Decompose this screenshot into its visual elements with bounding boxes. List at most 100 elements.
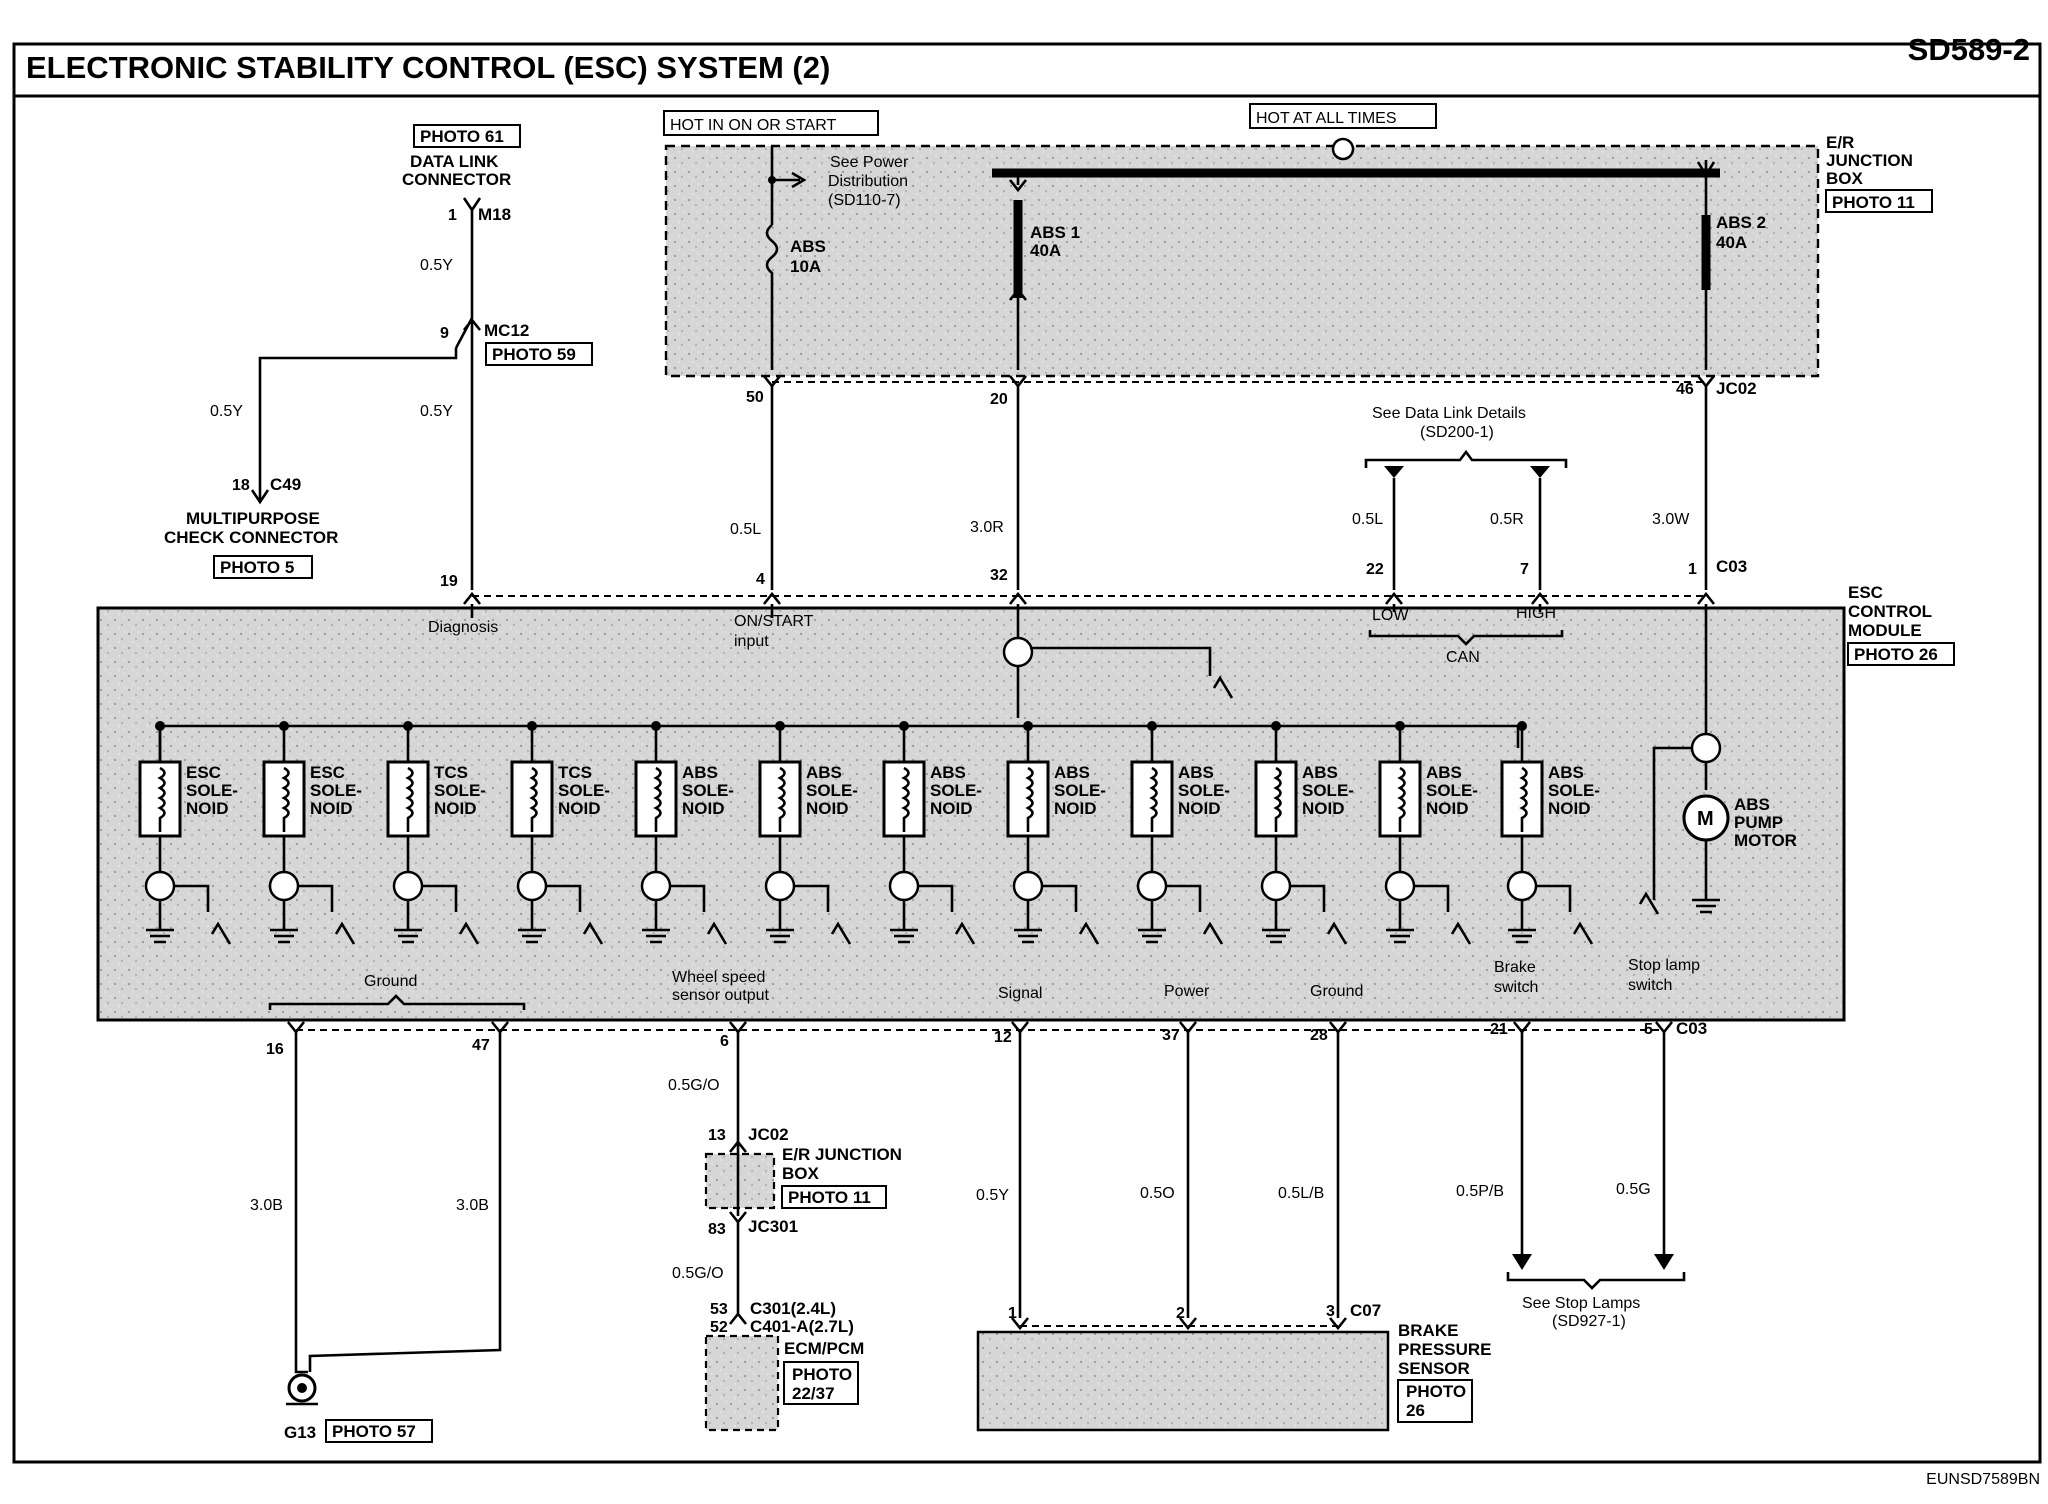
can-see-2: (SD200-1): [1420, 424, 1494, 441]
c301-label: C301(2.4L): [750, 1299, 836, 1318]
dlc-wire-3: 0.5Y: [420, 403, 453, 420]
pin-21: 21: [1490, 1021, 1508, 1038]
jc301: JC301: [748, 1217, 798, 1236]
ground-label: Ground: [364, 973, 417, 990]
signal-label: Signal: [998, 985, 1042, 1002]
solenoid-label: NOID: [558, 799, 601, 818]
abs1-fuse-rating: 40A: [1030, 241, 1061, 260]
dlc-wire-2: 0.5Y: [210, 403, 243, 420]
ground-symbol: [766, 900, 794, 944]
can-label: CAN: [1446, 649, 1480, 666]
solenoid-label: SOLE-: [682, 781, 734, 800]
jc02-pin-13: 13: [708, 1127, 726, 1144]
solenoid-label: SOLE-: [930, 781, 982, 800]
solenoid-label: NOID: [310, 799, 353, 818]
dlc-name-1: DATA LINK: [410, 152, 499, 171]
driver-transistor: [764, 870, 796, 902]
wire-30w: 3.0W: [1652, 511, 1690, 528]
abs1-fuse-label: ABS 1: [1030, 223, 1080, 242]
wire-05lb-bps: 0.5L/B: [1278, 1185, 1324, 1202]
motor-label-1: ABS: [1734, 795, 1770, 814]
solenoid-label: NOID: [186, 799, 229, 818]
solenoid-label: SOLE-: [186, 781, 238, 800]
pin-6: 6: [720, 1033, 729, 1050]
ecm-pcm-box: [704, 1334, 780, 1432]
er-junction-box: [664, 144, 1820, 378]
g13-label: G13: [284, 1423, 316, 1442]
module-photo: PHOTO 26: [1854, 645, 1938, 664]
ground2-label: Ground: [1310, 983, 1363, 1000]
ecm-photo-1: PHOTO: [792, 1365, 852, 1384]
power-label: Power: [1164, 983, 1210, 1000]
page-title: ELECTRONIC STABILITY CONTROL (ESC) SYSTE…: [26, 50, 830, 85]
solenoid-label: SOLE-: [310, 781, 362, 800]
driver-transistor: [1012, 870, 1044, 902]
ground-symbol: [1014, 900, 1042, 944]
motor-label-2: PUMP: [1734, 813, 1783, 832]
abs10-fuse-label: ABS: [790, 237, 826, 256]
ground-symbol: [1386, 900, 1414, 944]
bps-pin-2: 2: [1176, 1305, 1185, 1322]
mc12-conn: MC12: [484, 321, 529, 340]
jb2-label-1: E/R JUNCTION: [782, 1145, 902, 1164]
mpc-photo: PHOTO 5: [220, 558, 294, 577]
solenoid-label: TCS: [558, 763, 592, 782]
can-wire-r: 0.5R: [1490, 511, 1524, 528]
solenoid-label: NOID: [1302, 799, 1345, 818]
ground-symbol: [642, 900, 670, 944]
can-see-1: See Data Link Details: [1372, 405, 1526, 422]
c07-label: C07: [1350, 1301, 1381, 1320]
brake-switch-label-1: Brake: [1494, 959, 1536, 976]
solenoid-label: NOID: [434, 799, 477, 818]
er-jb-photo: PHOTO 11: [1832, 193, 1915, 212]
abs2-fuse-rating: 40A: [1716, 233, 1747, 252]
ecm-label: ECM/PCM: [784, 1339, 864, 1358]
driver-transistor: [1384, 870, 1416, 902]
solenoid-label: SOLE-: [806, 781, 858, 800]
driver-transistor: [888, 870, 920, 902]
solenoid-label: ABS: [1426, 763, 1462, 782]
motor-label-3: MOTOR: [1734, 831, 1797, 850]
c401-label: C401-A(2.7L): [750, 1317, 854, 1336]
dlc-name-2: CONNECTOR: [402, 170, 511, 189]
pin-4: 4: [756, 571, 765, 588]
pin-46: 46: [1676, 381, 1694, 398]
see-power-2: Distribution: [828, 173, 908, 190]
solenoid-label: NOID: [1426, 799, 1469, 818]
c03-top: C03: [1716, 557, 1747, 576]
solenoid-label: ABS: [682, 763, 718, 782]
on-start-label-2: input: [734, 633, 769, 650]
can-low: LOW: [1372, 607, 1409, 624]
jc02-top: JC02: [1716, 379, 1757, 398]
ground-symbol: [1262, 900, 1290, 944]
page-frame: [12, 42, 2042, 1464]
solenoid-label: ABS: [1302, 763, 1338, 782]
solenoid-label: NOID: [1548, 799, 1591, 818]
pin-22: 22: [1366, 561, 1384, 578]
can-high: HIGH: [1516, 605, 1556, 622]
dlc-wire-1: 0.5Y: [420, 257, 453, 274]
solenoid-label: SOLE-: [558, 781, 610, 800]
ecm-pin-53: 53: [710, 1301, 728, 1318]
wire-30b-2: 3.0B: [456, 1197, 489, 1214]
pin-28: 28: [1310, 1027, 1328, 1044]
mpc-conn: C49: [270, 475, 301, 494]
wire-05go-2: 0.5G/O: [672, 1265, 724, 1282]
dlc-conn-m18: M18: [478, 205, 511, 224]
pin-12: 12: [994, 1029, 1012, 1046]
stop-lamp-label-1: Stop lamp: [1628, 957, 1700, 974]
c03-bottom: C03: [1676, 1019, 1707, 1038]
solenoid-label: SOLE-: [1548, 781, 1600, 800]
see-power-1: See Power: [830, 154, 909, 171]
pin-1-c03: 1: [1688, 561, 1697, 578]
wire-05g: 0.5G: [1616, 1181, 1651, 1198]
